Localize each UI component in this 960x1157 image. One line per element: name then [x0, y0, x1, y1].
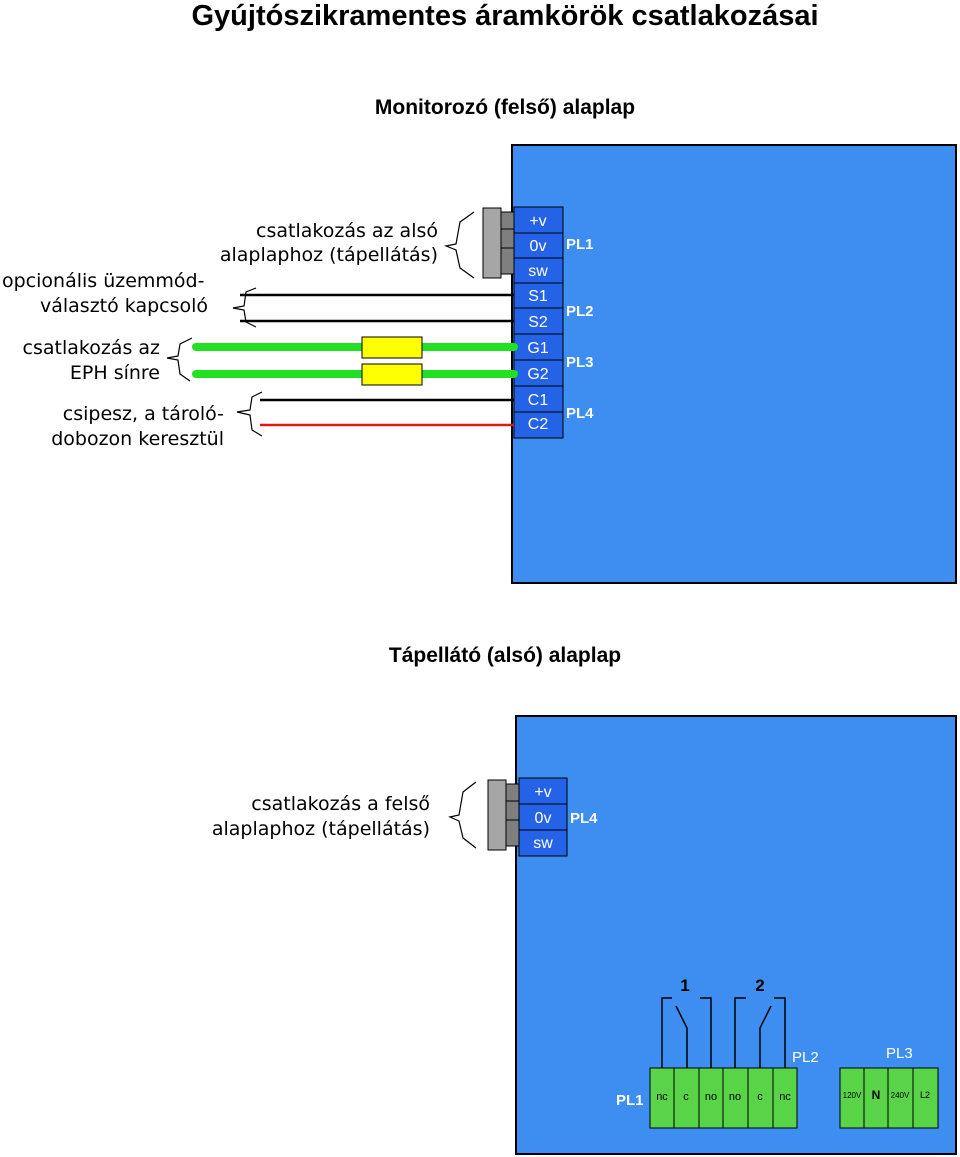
plug-label-pl2: PL2 [566, 303, 594, 320]
relay-terminal-strip [649, 1067, 798, 1129]
terminal-label: C1 [528, 392, 549, 409]
top-terminal-strip [513, 206, 564, 439]
plug-label-pl4: PL4 [566, 405, 594, 422]
bottom-connector-label-line2: alaplaphoz (tápellátás) [211, 818, 430, 840]
top-connector-brace [443, 211, 475, 279]
page-title: Gyújtószikramentes áramkörök csatlakozás… [191, 0, 819, 32]
power-terminal-label: 240V [891, 1091, 910, 1100]
eph-brace [166, 337, 193, 382]
plug-label-pl3: PL3 [566, 354, 594, 371]
plug-label-pl2-bottom: PL2 [792, 1049, 819, 1066]
eph-fuse-block [361, 336, 423, 359]
relay-terminal-label: no [705, 1091, 717, 1103]
plug-label-pl4-bottom: PL4 [570, 810, 598, 827]
relay-terminal-label: no [729, 1091, 741, 1103]
bottom-connector-brace [448, 781, 477, 849]
terminal-label: sw [533, 835, 553, 852]
switch-brace [232, 287, 257, 328]
terminal-label: G2 [527, 366, 548, 383]
terminal-label: 0v [535, 810, 552, 827]
clip-brace [236, 391, 263, 437]
power-terminal-label: N [872, 1088, 881, 1102]
eph-fuse-block [361, 363, 423, 386]
terminal-label: +v [529, 213, 546, 230]
power-terminal-strip [839, 1067, 939, 1129]
terminal-label: G1 [527, 340, 548, 357]
relay-1 [661, 997, 712, 1068]
relay-number: 1 [680, 976, 689, 995]
clip-label-line2: dobozon keresztül [51, 428, 224, 450]
terminal-label: sw [528, 263, 548, 280]
top-connector-label-line1: csatlakozás az alsó [256, 220, 438, 242]
clip-label-line1: csipesz, a tároló- [62, 403, 224, 425]
bottom-board-heading: Tápellátó (alsó) alaplap [388, 644, 622, 667]
relay-terminal-label: c [757, 1091, 763, 1103]
top-power-connector [482, 207, 515, 279]
bottom-power-connector [487, 779, 520, 851]
plug-label-pl3-bottom: PL3 [886, 1045, 913, 1062]
terminal-label: S2 [528, 314, 548, 331]
relay-number: 2 [755, 976, 764, 995]
switch-label-line1: opcionális üzemmód- [2, 270, 205, 292]
power-terminal-label: L2 [920, 1090, 930, 1100]
bottom-connector-label-line1: csatlakozás a felső [251, 793, 430, 815]
terminal-label: +v [534, 784, 551, 801]
top-board-heading: Monitorozó (felső) alaplap [374, 96, 636, 119]
terminal-label: C2 [528, 416, 549, 433]
switch-label-line2: választó kapcsoló [40, 295, 209, 317]
top-connector-label-line2: alaplaphoz (tápellátás) [219, 244, 438, 266]
power-terminal-label: 120V [843, 1091, 862, 1100]
relay-terminal-label: nc [656, 1091, 668, 1103]
terminal-label: 0v [530, 238, 547, 255]
plug-label-pl1-bottom: PL1 [616, 1092, 644, 1109]
top-board [511, 144, 957, 584]
relay-terminal-label: nc [779, 1091, 791, 1103]
eph-label-line2: EPH sínre [69, 362, 160, 384]
terminal-label: S1 [528, 288, 548, 305]
relay-2 [734, 997, 786, 1068]
plug-label-pl1: PL1 [566, 236, 594, 253]
eph-label-line1: csatlakozás az [22, 337, 160, 359]
relay-terminal-label: c [683, 1091, 689, 1103]
